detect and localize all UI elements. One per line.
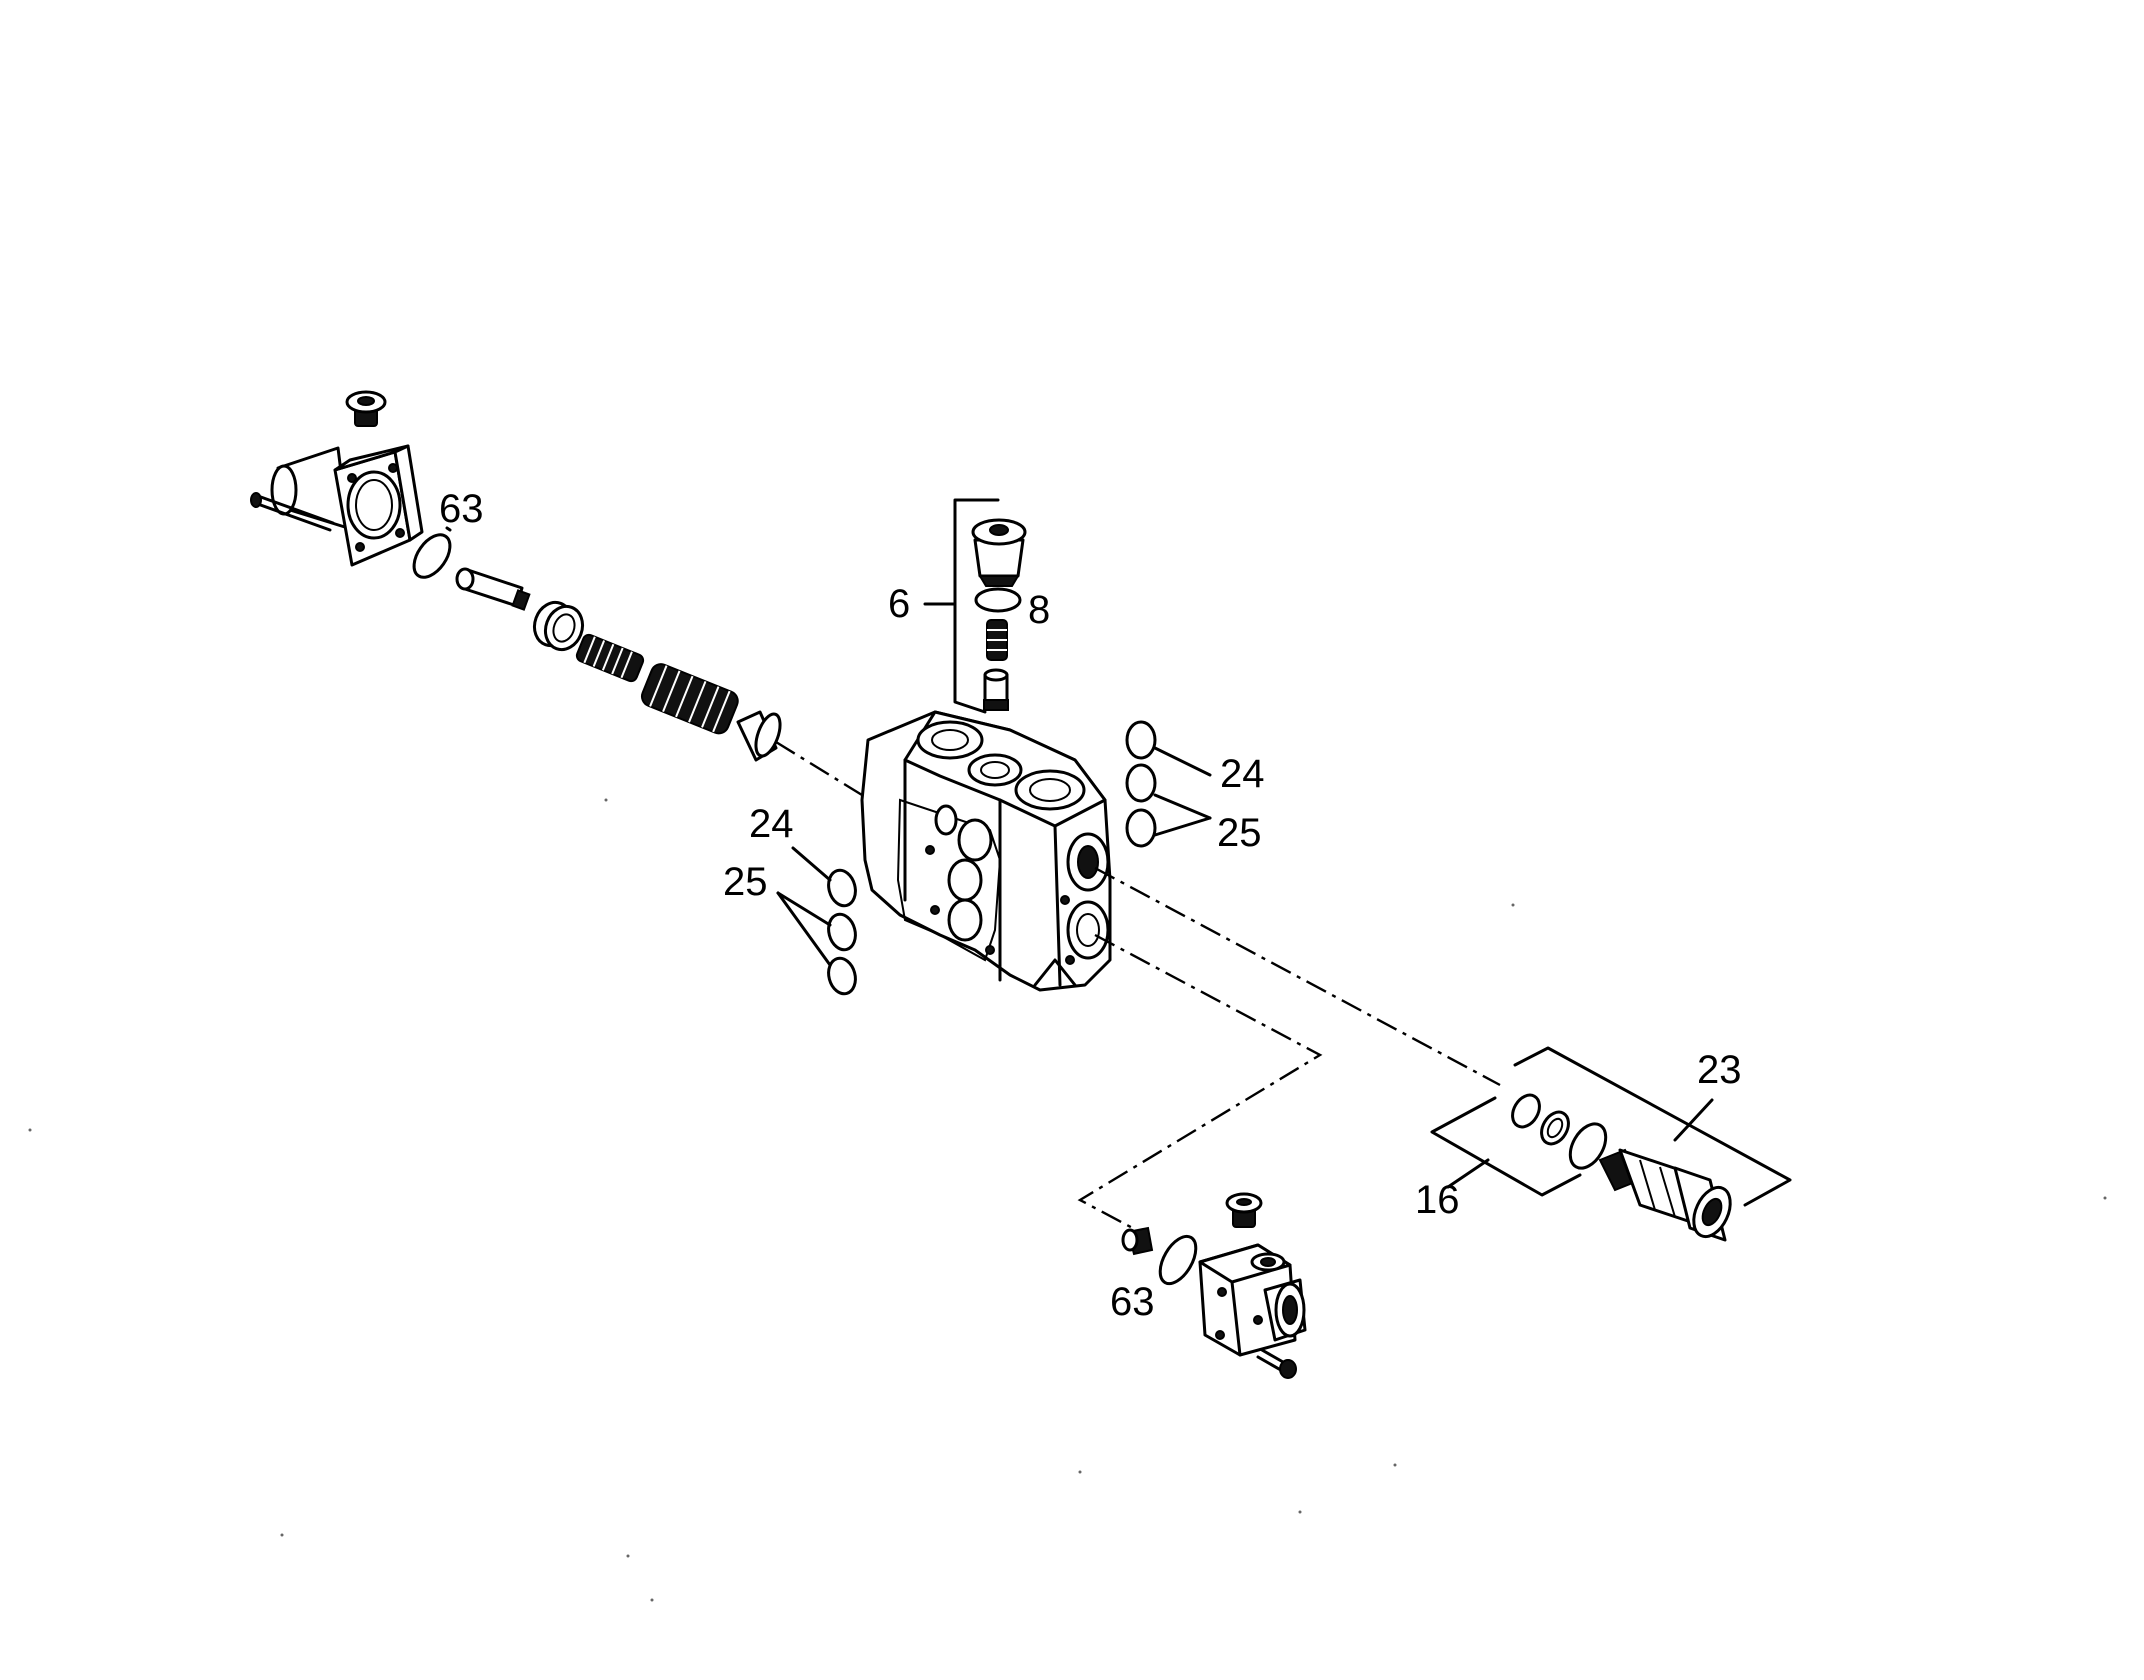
o-ring-24-right	[1125, 720, 1157, 760]
relief-cap	[971, 518, 1027, 587]
o-ring-16-b	[1540, 1110, 1570, 1146]
o-ring-16-b-inner	[1546, 1117, 1564, 1139]
o-ring-25-left-b	[827, 956, 857, 996]
callout-24-left: 24	[749, 802, 794, 846]
center-line-port	[1077, 933, 1323, 1234]
left-cap-screw	[250, 492, 335, 532]
callout-8: 8	[1028, 588, 1050, 632]
bracket-6	[923, 498, 1000, 714]
relief-spring	[986, 619, 1008, 661]
leader-25-right-a	[1153, 793, 1212, 820]
callout-16: 16	[1415, 1178, 1460, 1222]
o-ring-63-top	[412, 533, 452, 579]
callout-23: 23	[1697, 1048, 1742, 1092]
o-ring-24-left	[827, 868, 857, 908]
o-ring-16-c	[1568, 1122, 1608, 1170]
bracket-23	[1513, 1046, 1792, 1207]
small-fitting	[1121, 1226, 1154, 1256]
top-plug	[345, 390, 387, 427]
callout-6: 6	[888, 582, 910, 626]
o-ring-16-a	[1511, 1093, 1541, 1129]
bottom-cap-screw	[1256, 1348, 1297, 1379]
relief-poppet	[983, 668, 1009, 711]
leader-24-left	[791, 846, 832, 882]
relief-cartridge	[1598, 1148, 1732, 1242]
bottom-plug	[1225, 1192, 1263, 1228]
small-spring	[575, 633, 645, 683]
leader-63-top	[445, 526, 452, 532]
bracket-16	[1430, 1096, 1582, 1197]
leader-25-right-b	[1153, 816, 1212, 837]
center-line-relief	[1094, 866, 1501, 1087]
leader-25-left-b	[776, 891, 832, 967]
leader-24-right	[1153, 746, 1212, 777]
leader-25-left-a	[776, 891, 832, 927]
callout-63-bottom: 63	[1110, 1280, 1155, 1324]
spring-seat	[736, 710, 782, 762]
callout-63-top: 63	[439, 487, 484, 531]
o-ring-25-left-a	[827, 912, 857, 952]
large-spring	[640, 663, 739, 735]
o-ring-25-right-b	[1125, 808, 1157, 848]
callout-25-left: 25	[723, 860, 768, 904]
scan-specks	[28, 798, 2107, 1602]
valve-body	[860, 710, 1112, 992]
sleeve	[532, 600, 585, 652]
o-ring-25-right-a	[1125, 763, 1157, 803]
callout-24-right: 24	[1220, 752, 1265, 796]
pin	[455, 567, 531, 611]
callout-25-right: 25	[1217, 811, 1262, 855]
center-line-spool	[775, 740, 863, 797]
o-ring-63-bottom	[1158, 1234, 1198, 1286]
o-ring-8	[974, 587, 1022, 613]
right-end-cap	[1198, 1243, 1307, 1357]
left-end-cap	[270, 444, 424, 567]
